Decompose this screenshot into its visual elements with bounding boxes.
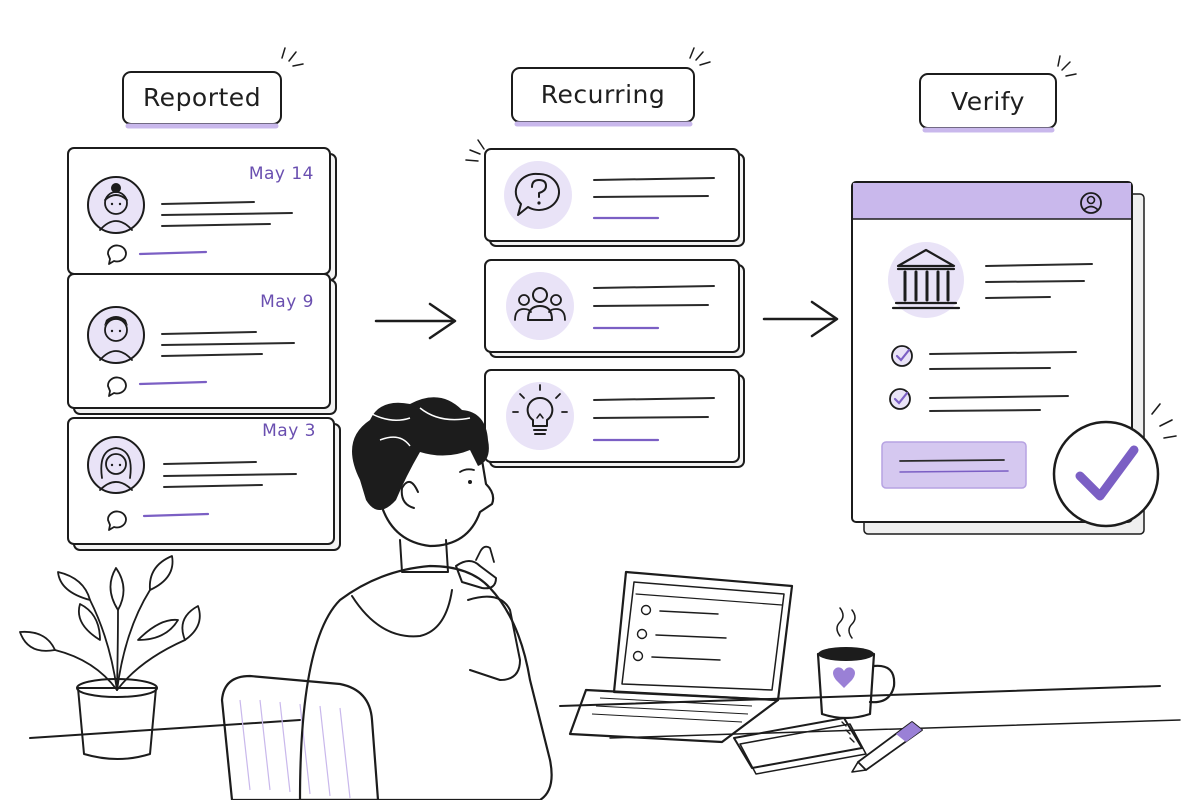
report-date: May 14	[249, 164, 314, 184]
stage-label-reported: Reported	[122, 71, 282, 129]
sparkle-icon	[1151, 403, 1177, 439]
notebook-icon	[733, 717, 867, 775]
stage-label-verify: Verify	[919, 55, 1077, 133]
recurring-card	[484, 369, 745, 468]
report-date: May 3	[262, 421, 316, 441]
report-date: May 9	[260, 292, 314, 312]
comment-icon	[107, 510, 127, 531]
stage-label-text: Reported	[143, 83, 261, 112]
avatar	[87, 306, 145, 364]
stage-label-text: Recurring	[541, 80, 666, 109]
avatar	[87, 176, 145, 234]
desk	[29, 685, 1181, 739]
avatar	[87, 436, 145, 494]
submit-button[interactable]	[881, 441, 1027, 489]
stage-label-text: Verify	[951, 87, 1025, 116]
user-circle-icon	[1080, 192, 1102, 214]
plant-icon	[19, 555, 201, 760]
sparkle-icon	[465, 139, 485, 162]
arrow-right-icon	[374, 302, 457, 340]
recurring-card	[484, 259, 745, 358]
comment-icon	[107, 244, 127, 265]
laptop	[568, 570, 794, 744]
sparkle-icon	[689, 47, 711, 66]
question-bubble-icon	[514, 172, 561, 216]
recurring-card	[484, 148, 745, 247]
sparkle-icon	[1057, 55, 1077, 77]
coffee-mug-icon	[816, 607, 896, 720]
check-circle-icon	[891, 345, 913, 367]
check-circle-icon	[889, 388, 911, 410]
people-group-icon	[514, 287, 566, 321]
report-card: May 3	[67, 417, 341, 551]
big-checkmark-icon	[1052, 420, 1160, 528]
report-card: May 14	[67, 147, 337, 281]
bank-building-icon	[891, 248, 961, 310]
stage-label-recurring: Recurring	[511, 47, 711, 127]
comment-icon	[107, 376, 127, 397]
sparkle-icon	[281, 47, 304, 67]
report-card: May 9	[67, 273, 337, 415]
pen-icon	[851, 721, 923, 773]
arrow-right-icon	[762, 300, 839, 338]
person	[298, 397, 553, 800]
chair	[220, 674, 380, 800]
lightbulb-icon	[512, 384, 568, 435]
